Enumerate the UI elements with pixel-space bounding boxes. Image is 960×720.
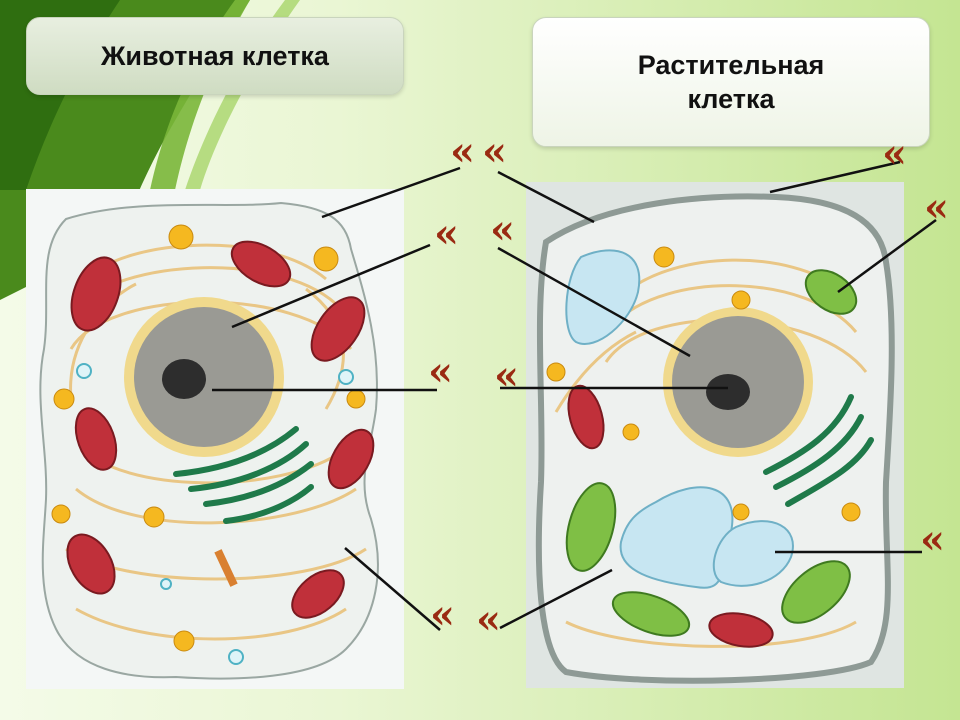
label-marker-3: «: [434, 214, 459, 254]
label-marker-9: «: [882, 134, 907, 174]
label-marker-10: «: [924, 188, 949, 228]
label-marker-5: «: [428, 352, 453, 392]
label-marker-6: «: [494, 356, 519, 396]
label-marker-11: «: [920, 520, 945, 560]
label-marker-1: «: [450, 132, 475, 172]
label-marker-7: «: [430, 595, 455, 635]
label-marker-2: «: [482, 132, 507, 172]
label-marker-4: «: [490, 210, 515, 250]
label-marker-8: «: [476, 600, 501, 640]
